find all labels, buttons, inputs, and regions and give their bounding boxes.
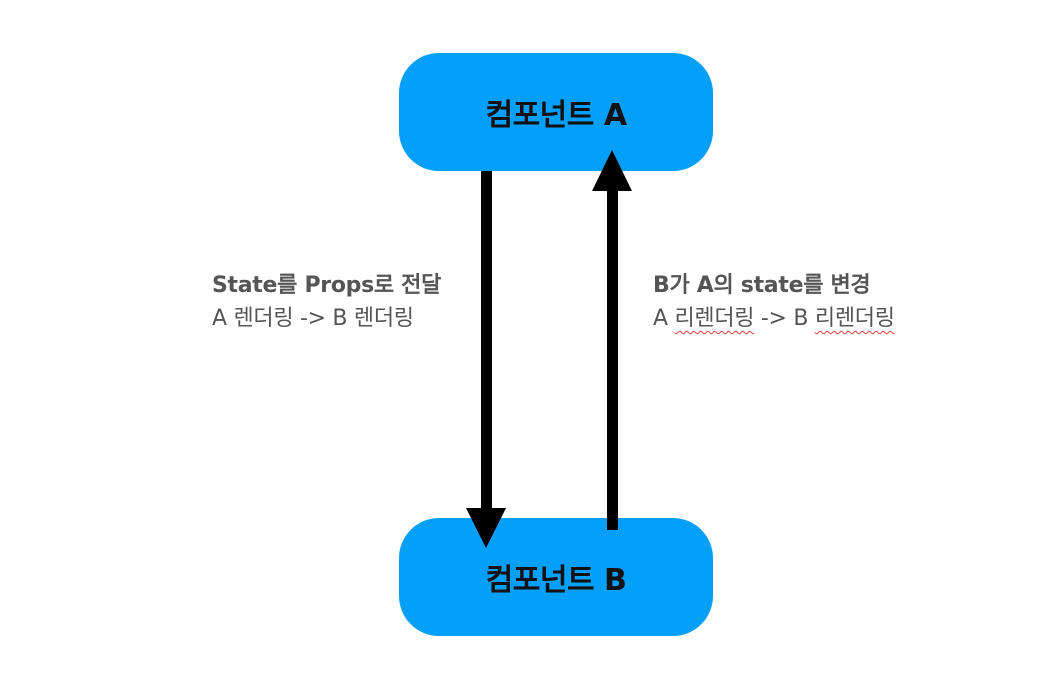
edge-label-b-to-a-line1: B가 A의 state를 변경 (653, 273, 871, 298)
edge-label-a-to-b-line2: A 렌더링 -> B 렌더링 (212, 306, 414, 331)
arrow-b-to-a-shaft (607, 188, 618, 530)
spellcheck-word-1[interactable]: 리렌더링 (674, 306, 755, 331)
edge-label-b-to-a: B가 A의 state를 변경 A 리렌더링 -> B 리렌더링 (653, 269, 895, 335)
arrow-a-to-b-head (466, 508, 506, 548)
arrow-a-to-b-shaft (481, 171, 492, 511)
edge-label-b-to-a-line2-mid: -> B (754, 306, 815, 331)
arrow-b-to-a (592, 150, 632, 530)
spellcheck-word-2[interactable]: 리렌더링 (814, 306, 895, 331)
edge-label-b-to-a-line2-prefix: A (653, 306, 675, 331)
component-a-label: 컴포넌트 A (485, 98, 627, 133)
edge-label-a-to-b: State를 Props로 전달 A 렌더링 -> B 렌더링 (212, 269, 441, 335)
edge-label-b-to-a-line2: A 리렌더링 -> B 리렌더링 (653, 302, 895, 335)
arrow-a-to-b (466, 171, 506, 548)
arrow-b-to-a-head (592, 150, 632, 191)
component-a-node[interactable]: 컴포넌트 A (399, 53, 713, 171)
component-b-node[interactable]: 컴포넌트 B (399, 518, 713, 636)
edge-label-a-to-b-line1: State를 Props로 전달 (212, 273, 442, 298)
component-b-label: 컴포넌트 B (485, 563, 627, 598)
